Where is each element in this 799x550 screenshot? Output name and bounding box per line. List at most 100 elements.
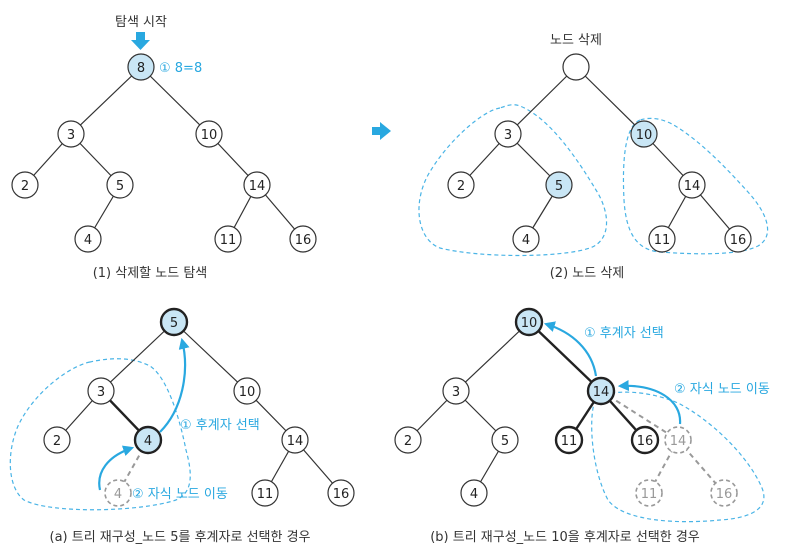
node-label: 3 — [452, 385, 460, 400]
node-label: 3 — [97, 385, 105, 400]
step2-label: ② 자식 노드 이동 — [132, 487, 228, 502]
panel-caption: (b) 트리 재구성_노드 10을 후계자로 선택한 경우 — [430, 530, 700, 545]
node-label: 10 — [636, 128, 653, 143]
node-label: 4 — [522, 233, 530, 248]
step1-label: ① 후계자 선택 — [180, 418, 260, 433]
node-4: 4 — [512, 225, 540, 253]
node-14: 14 — [243, 171, 271, 199]
node-label: 2 — [404, 434, 412, 449]
left-subtree-group — [418, 104, 608, 257]
node-label: 14 — [684, 179, 701, 194]
search-start-label: 탐색 시작 — [115, 15, 167, 30]
node-5: 5 — [159, 307, 189, 337]
node-label: 11 — [220, 233, 237, 248]
node-label: 3 — [67, 128, 75, 143]
panel-caption: (1) 삭제할 노드 탐색 — [93, 266, 208, 281]
node-label: 2 — [53, 434, 61, 449]
node-5: 5 — [491, 426, 519, 454]
node-label: 11 — [641, 487, 658, 502]
node-16: 16 — [327, 479, 355, 507]
ghost-node-4: 4 — [104, 479, 132, 507]
step-note: ① 8=8 — [159, 61, 202, 76]
node-14: 14 — [678, 171, 706, 199]
ghost-node-16: 16 — [710, 479, 738, 507]
node-2: 2 — [11, 171, 39, 199]
node-label: 4 — [114, 487, 122, 502]
node-2: 2 — [447, 171, 475, 199]
node-3: 3 — [442, 377, 470, 405]
child-move-arrow — [98, 445, 135, 491]
node-2: 2 — [394, 426, 422, 454]
node-16: 16 — [289, 225, 317, 253]
panel-delete: 노드 삭제 3 10 2 5 14 4 11 16 (2) 노드 삭제 — [418, 33, 769, 281]
node-14: 14 — [586, 376, 616, 406]
node-16: 16 — [630, 425, 660, 455]
node-label: 5 — [170, 316, 178, 331]
node-label: 14 — [287, 434, 304, 449]
node-2: 2 — [43, 426, 71, 454]
node-label: 16 — [295, 233, 312, 248]
step1-label: ① 후계자 선택 — [584, 326, 664, 341]
node-10: 10 — [233, 377, 261, 405]
node-label: 4 — [470, 487, 478, 502]
node-5: 5 — [106, 171, 134, 199]
node-label: 5 — [555, 179, 563, 194]
node-label: 2 — [21, 179, 29, 194]
node-label: 10 — [239, 385, 256, 400]
node-label: 10 — [521, 316, 538, 331]
left-subtree-group — [9, 358, 191, 511]
step2-label: ② 자식 노드 이동 — [674, 382, 770, 397]
node-label: 5 — [116, 179, 124, 194]
node-label: 8 — [137, 61, 145, 76]
node-10: 10 — [514, 307, 544, 337]
node-3: 3 — [494, 120, 522, 148]
node-label: 16 — [637, 434, 654, 449]
deleted-node — [562, 53, 590, 81]
node-16: 16 — [724, 225, 752, 253]
node-10: 10 — [195, 120, 223, 148]
node-8: 8 — [127, 53, 155, 81]
node-label: 14 — [249, 179, 266, 194]
right-subtree-group — [591, 391, 765, 523]
node-3: 3 — [87, 377, 115, 405]
node-label: 11 — [257, 487, 274, 502]
node-label: 16 — [730, 233, 747, 248]
node-10: 10 — [630, 120, 658, 148]
node-11: 11 — [251, 479, 279, 507]
node-14: 14 — [281, 426, 309, 454]
node-label: 3 — [504, 128, 512, 143]
ghost-node-14: 14 — [664, 426, 692, 454]
node-label: 14 — [670, 434, 687, 449]
delete-label: 노드 삭제 — [550, 33, 602, 48]
node-label: 11 — [561, 434, 578, 449]
panel-caption: (a) 트리 재구성_노드 5를 후계자로 선택한 경우 — [50, 530, 311, 545]
node-4: 4 — [460, 479, 488, 507]
node-5: 5 — [545, 171, 573, 199]
successor-arrow — [543, 321, 598, 377]
node-label: 11 — [654, 233, 671, 248]
panel-caption: (2) 노드 삭제 — [550, 266, 625, 281]
node-label: 14 — [593, 385, 610, 400]
node-11: 11 — [214, 225, 242, 253]
down-arrow-icon — [131, 32, 150, 50]
node-4: 4 — [74, 225, 102, 253]
right-subtree-group — [622, 117, 769, 255]
child-move-arrow — [617, 380, 682, 425]
node-label: 2 — [457, 179, 465, 194]
node-11: 11 — [648, 225, 676, 253]
ghost-node-11: 11 — [635, 479, 663, 507]
successor-arrow — [159, 337, 190, 433]
node-4: 4 — [133, 425, 163, 455]
panel-rebuild-5: 5 3 10 2 4 14 4 11 16 ① 후계자 선택 ② 자식 노드 이… — [9, 307, 355, 545]
node-label: 4 — [84, 233, 92, 248]
panel-search: 탐색 시작 8 3 10 2 5 14 4 11 16 ① 8=8 (1) 삭제… — [11, 15, 317, 281]
node-label: 16 — [333, 487, 350, 502]
node-label: 10 — [201, 128, 218, 143]
node-label: 5 — [501, 434, 509, 449]
node-label: 16 — [716, 487, 733, 502]
node-11: 11 — [554, 425, 584, 455]
node-3: 3 — [57, 120, 85, 148]
right-arrow-icon — [372, 122, 391, 140]
panel-rebuild-10: 10 3 14 2 5 11 16 4 14 11 16 ① 후계자 선택 ② … — [394, 307, 770, 545]
